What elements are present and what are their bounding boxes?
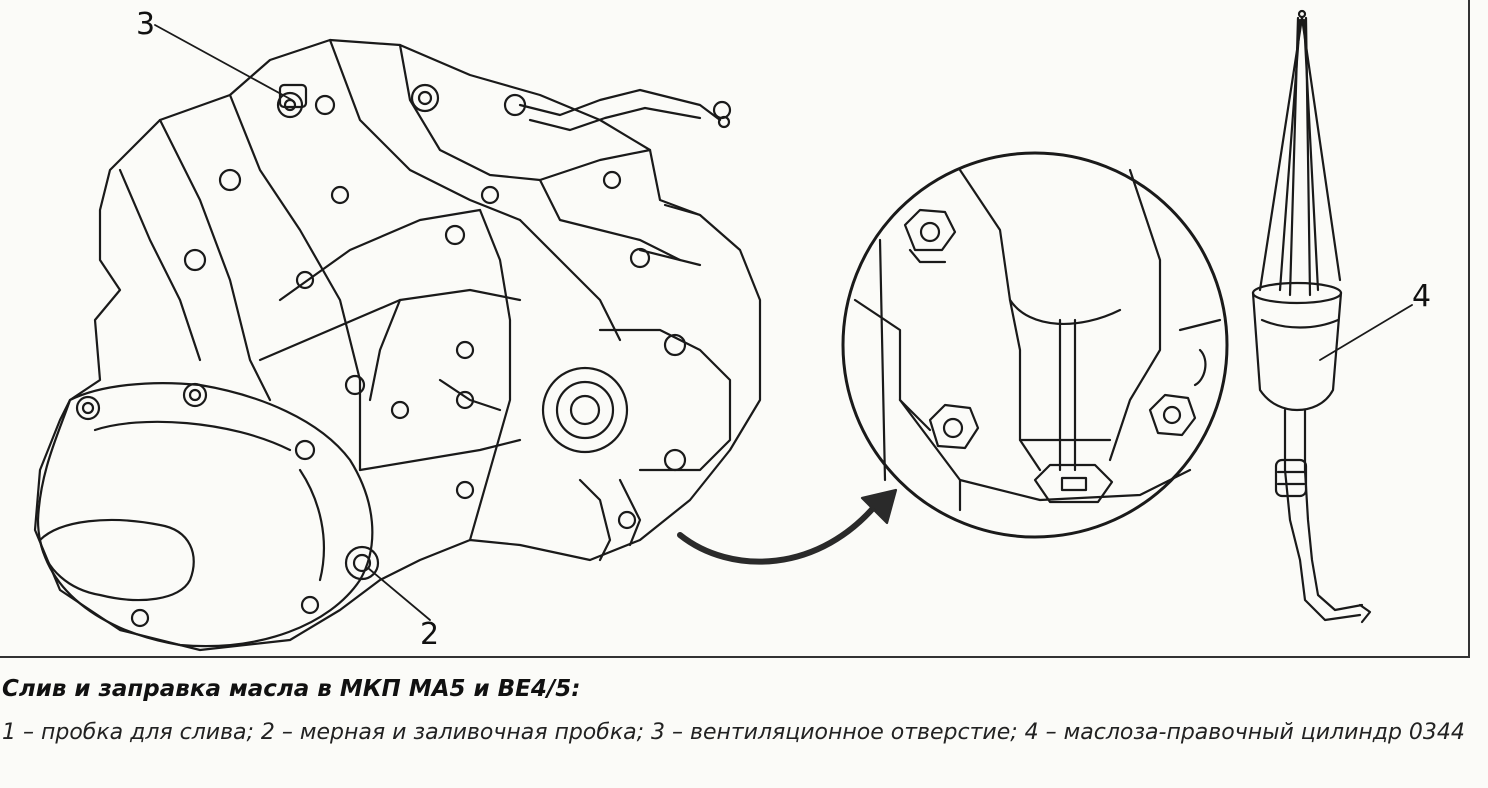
magnified-view	[841, 151, 1229, 539]
leader-line-3	[154, 24, 293, 101]
drain-plug-1	[1033, 463, 1114, 504]
callout-3: 3	[136, 7, 156, 42]
output-flange	[541, 366, 629, 454]
illustration	[33, 9, 1413, 652]
figure-frame	[0, 0, 1470, 658]
fill-plug-2	[344, 545, 380, 581]
callout-4: 4	[1412, 279, 1432, 314]
gearbox-housing-outline	[33, 38, 762, 652]
leader-line-4	[1319, 304, 1413, 361]
figure-caption-title: Слив и заправка масла в МКП МА5 и ВЕ4/5:	[2, 676, 581, 702]
bell-housing	[36, 382, 374, 648]
gearbox-drawing	[33, 38, 762, 652]
figure-caption-text: 1 – пробка для слива; 2 – мерная и залив…	[2, 720, 1465, 745]
magnify-arrow	[677, 488, 898, 565]
callout-2: 2	[420, 617, 440, 652]
leader-line-2	[367, 567, 431, 621]
oil-filling-cylinder-drawing	[1251, 9, 1372, 624]
